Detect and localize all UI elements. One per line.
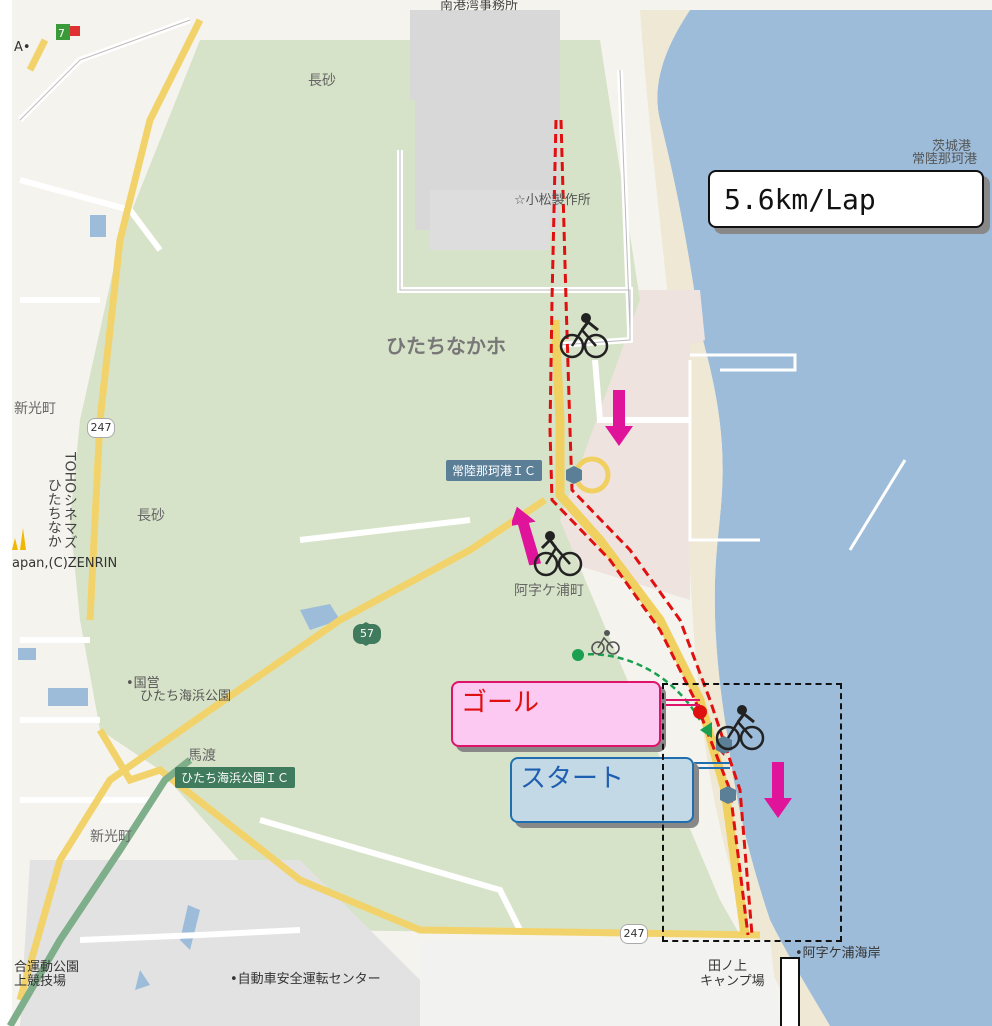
poi-label-top: 南港湾事務所 bbox=[440, 0, 519, 13]
arrow-up-icon bbox=[512, 506, 542, 566]
poi-label-sports-park: 上競技場 bbox=[14, 974, 67, 989]
route-shield-57: 57 bbox=[353, 624, 381, 644]
port-label: 常陸那珂港 bbox=[912, 152, 978, 167]
bicycle-icon bbox=[559, 313, 609, 359]
place-label-ajigaura: 阿字ケ浦町 bbox=[514, 583, 584, 599]
poi-label-toho: ひたちなか bbox=[45, 478, 62, 548]
place-label-nagasuna: 長砂 bbox=[308, 73, 336, 89]
start-area-frame bbox=[662, 683, 842, 942]
ic-label-park: ひたち海浜公園ＩＣ bbox=[175, 767, 296, 788]
poi-label-seaside-park: ひたち海浜公園 bbox=[140, 689, 232, 704]
bicycle-icon bbox=[715, 705, 765, 751]
poi-label-camp: 田ノ上 bbox=[708, 959, 748, 974]
poi-label-sports-park: 合運動公園 bbox=[14, 960, 80, 975]
lap-distance-box: 5.6km/Lap bbox=[708, 170, 984, 228]
bicycle-icon bbox=[533, 531, 583, 577]
place-label-nagasuna: 長砂 bbox=[137, 508, 165, 524]
route-shield-247: 247 bbox=[620, 924, 648, 944]
poi-label-a: A• bbox=[14, 40, 31, 55]
arrow-down-icon bbox=[764, 762, 792, 818]
poi-label-camp: キャンプ場 bbox=[700, 974, 765, 989]
poi-label-toho: TOHOシネマズ bbox=[61, 452, 78, 550]
place-label-shinko: 新光町 bbox=[14, 401, 56, 417]
poi-label-ajigaura-coast: •阿字ケ浦海岸 bbox=[795, 946, 881, 961]
place-label-shinko: 新光町 bbox=[90, 829, 132, 845]
city-label: ひたちなかホ bbox=[386, 334, 506, 358]
marker-bar bbox=[780, 957, 800, 1026]
poi-label-komatsu: ☆小松製作所 bbox=[514, 193, 591, 208]
goal-callout: ゴール bbox=[451, 681, 661, 747]
port-label: 茨城港 bbox=[932, 139, 972, 154]
place-label-umawatari: 馬渡 bbox=[188, 748, 216, 764]
svg-text:7: 7 bbox=[58, 27, 65, 40]
arrow-down-icon bbox=[605, 390, 633, 446]
copyright-label: apan,(C)ZENRIN bbox=[12, 556, 118, 571]
route-shield-247: 247 bbox=[87, 418, 115, 438]
ic-label-port: 常陸那珂港ＩＣ bbox=[446, 460, 543, 481]
poi-label-kokuei: •国営 bbox=[126, 676, 160, 691]
bicycle-icon bbox=[591, 630, 620, 655]
poi-label-driving-center: •自動車安全運転センター bbox=[230, 972, 381, 987]
